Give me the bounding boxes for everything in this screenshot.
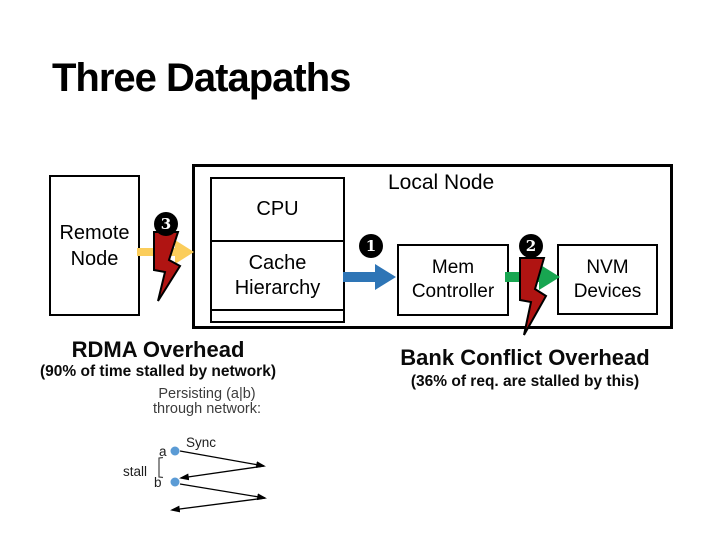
rdma-overhead-subtitle: (90% of time stalled by network)	[40, 363, 276, 380]
network-timeline-diagram: Sync a stall b	[123, 435, 267, 513]
cpu-cache-column: CPU Cache Hierarchy	[210, 177, 345, 323]
mem-controller-box: Mem Controller	[397, 244, 509, 316]
persisting-caption: Persisting (a|b) through network:	[128, 387, 286, 417]
cpu-box: CPU	[212, 179, 343, 242]
slide-title: Three Datapaths	[52, 56, 351, 100]
bank-conflict-title: Bank Conflict Overhead	[400, 345, 650, 370]
cache-hierarchy-box: Cache Hierarchy	[212, 242, 343, 311]
nvm-label-line1: NVM	[586, 256, 629, 278]
cache-to-mem-arrow-icon	[343, 264, 396, 290]
badge-2: 2	[519, 234, 543, 258]
persisting-caption-line1: Persisting (a|b)	[158, 386, 256, 402]
remote-node-label-line2: Node	[70, 247, 119, 270]
timeline-arrow-3	[179, 483, 267, 501]
cache-label-line2: Hierarchy	[234, 276, 321, 299]
mem-label-line1: Mem	[431, 257, 475, 278]
badge-3: 3	[154, 212, 178, 236]
point-b-label: b	[154, 475, 162, 490]
persisting-caption-line2: through network:	[152, 401, 261, 417]
rdma-overhead-title: RDMA Overhead	[71, 337, 245, 362]
nvm-devices-box: NVM Devices	[557, 244, 658, 315]
bolt-shape	[519, 257, 548, 336]
cpu-label: CPU	[256, 198, 299, 220]
remote-node-label-line1: Remote	[59, 221, 130, 244]
local-node-label: Local Node	[388, 171, 495, 194]
timeline-arrow-2	[179, 465, 265, 481]
remote-node-box: Remote Node	[49, 175, 140, 316]
network-stall-bolt-icon	[153, 231, 182, 302]
stall-label: stall	[123, 464, 147, 479]
event-a-dot	[170, 446, 180, 456]
timeline-arrow-1	[179, 450, 266, 468]
point-a-label: a	[159, 444, 167, 459]
bolt-shape	[153, 231, 182, 302]
bank-conflict-subtitle: (36% of req. are stalled by this)	[410, 373, 640, 390]
bank-conflict-bolt-icon	[519, 257, 548, 336]
stall-bracket	[158, 456, 164, 479]
event-b-dot	[170, 477, 180, 487]
nvm-label-line2: Devices	[573, 280, 642, 302]
cache-bottom-strip	[212, 311, 343, 321]
sync-label: Sync	[186, 435, 216, 450]
timeline-arrow-4	[170, 497, 266, 513]
badge-1: 1	[359, 234, 383, 258]
mem-label-line2: Controller	[411, 281, 495, 302]
cache-label-line1: Cache	[248, 251, 307, 274]
blue-arrow-shape	[343, 264, 396, 290]
